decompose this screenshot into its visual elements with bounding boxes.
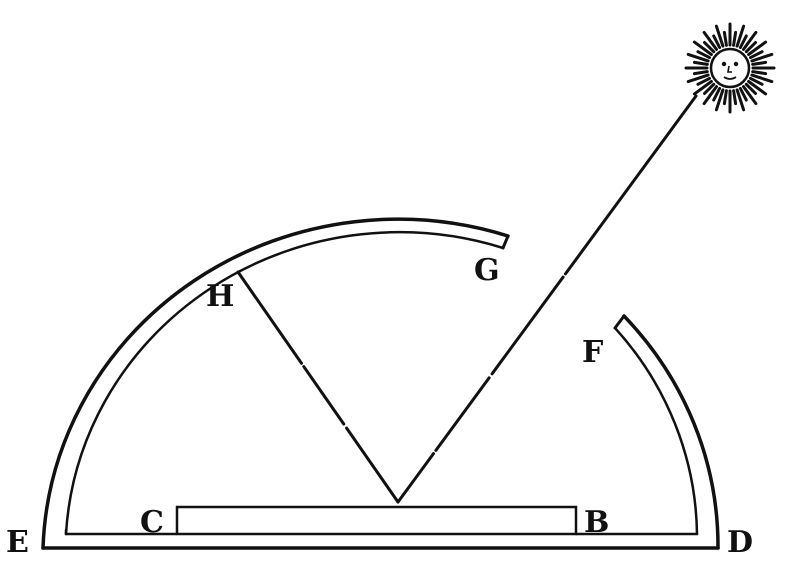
outer-arc-right: [622, 314, 720, 550]
sun-ray: [696, 76, 711, 86]
sun-ray: [722, 30, 728, 47]
sun-ray: [751, 70, 768, 76]
sun-ray: [686, 52, 710, 63]
arc-cap-g: [501, 234, 510, 250]
sun-ray: [744, 41, 757, 54]
sun-ray: [703, 82, 716, 95]
incident-ray: [396, 94, 698, 504]
arc-cap-f: [613, 314, 626, 330]
sun-ray: [742, 85, 758, 106]
sun-ray: [744, 82, 757, 95]
label-f: F: [582, 335, 603, 370]
sun-ray: [722, 89, 728, 106]
sun-ray: [742, 30, 758, 51]
sun-ray: [712, 34, 722, 49]
label-h: H: [206, 279, 234, 314]
mirror-cb: [175, 505, 578, 536]
sun-ray: [735, 88, 746, 112]
label-b: B: [584, 505, 609, 540]
sun-ray: [749, 50, 764, 60]
sun-ray: [696, 50, 711, 60]
label-d: D: [727, 525, 753, 560]
sun-ray: [692, 70, 709, 76]
label-e: E: [6, 525, 29, 560]
sun-ray: [738, 87, 748, 102]
inner-arc-right: [613, 326, 699, 536]
sun-ray: [714, 88, 725, 112]
reflected-ray: [236, 270, 400, 504]
sun-ray: [702, 30, 718, 51]
label-g: G: [474, 253, 500, 288]
sun-ray: [747, 80, 768, 96]
sun-ray: [714, 24, 725, 48]
sun-ray: [738, 34, 748, 49]
sun-ray: [751, 60, 768, 66]
sun-ray: [702, 85, 718, 106]
sun-ray: [686, 73, 710, 84]
sun-ray: [692, 80, 713, 96]
inner-arc-left: [64, 230, 505, 536]
label-c: C: [140, 505, 164, 540]
sun-ray: [703, 41, 716, 54]
sun-ray: [735, 24, 746, 48]
sun-ray: [692, 60, 709, 66]
sun-ray: [749, 76, 764, 86]
sun-ray: [750, 73, 774, 84]
sun-with-face-icon: [684, 22, 776, 114]
sun-ray: [732, 89, 738, 106]
sun-ray: [692, 40, 713, 56]
sun-ray: [732, 30, 738, 47]
sun-ray: [750, 52, 774, 63]
sun-ray: [747, 40, 768, 56]
outer-arc-left: [41, 217, 510, 550]
sun-ray: [712, 87, 722, 102]
